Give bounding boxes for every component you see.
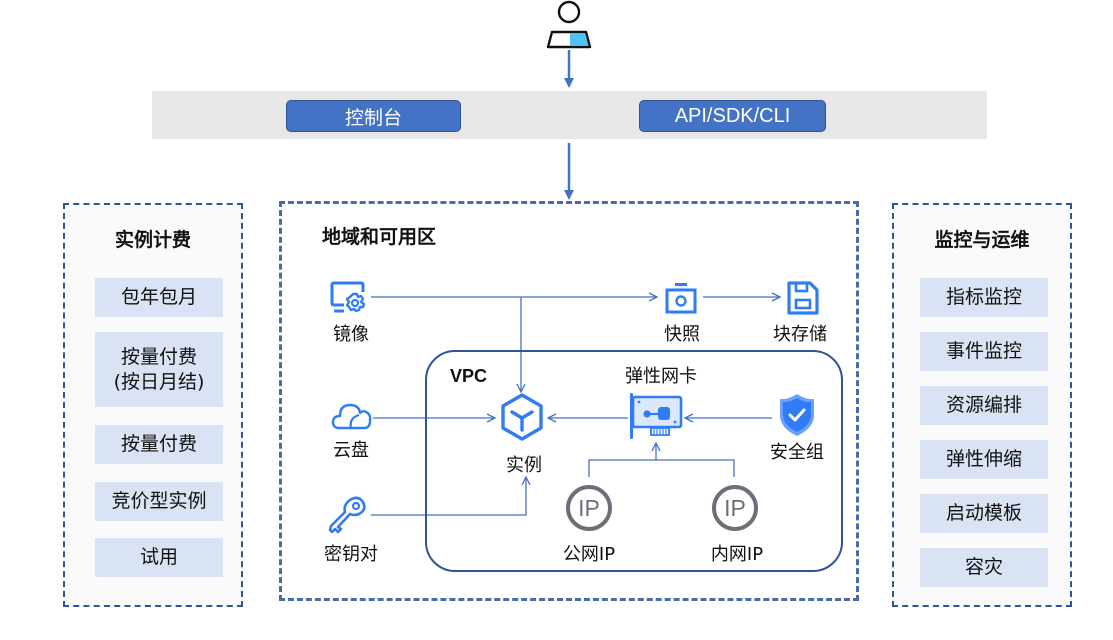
ops-item-label: 启动模板 <box>945 502 1022 524</box>
public-ip-glyph: IP <box>578 495 600 521</box>
image-label: 镜像 <box>333 324 369 345</box>
key-icon[interactable] <box>328 496 368 534</box>
private-ip-label: 内网IP <box>710 544 764 565</box>
cloud-icon[interactable] <box>331 401 373 431</box>
billing-item-spot-instance[interactable]: 竞价型实例 <box>95 482 223 521</box>
snapshot-label: 快照 <box>664 324 700 345</box>
security-group-label: 安全组 <box>770 442 824 463</box>
ops-item-resource-orchestration[interactable]: 资源编排 <box>920 386 1048 425</box>
cloud-disk-label: 云盘 <box>333 440 369 461</box>
vpc-title: VPC <box>450 366 488 386</box>
ops-panel: 监控与运维 指标监控 事件监控 资源编排 弹性伸缩 启动模板 容灾 <box>892 203 1072 607</box>
region-title: 地域和可用区 <box>322 226 437 248</box>
user-icon <box>544 0 594 50</box>
billing-panel: 实例计费 包年包月 按量付费 (按日月结) 按量付费 竞价型实例 试用 <box>63 203 243 607</box>
ops-panel-title: 监控与运维 <box>934 229 1030 251</box>
ip-icon[interactable]: IP <box>565 484 613 532</box>
billing-item-label: 试用 <box>139 546 178 568</box>
ops-item-auto-scaling[interactable]: 弹性伸缩 <box>920 440 1048 479</box>
console-button[interactable]: 控制台 <box>286 100 461 132</box>
billing-item-label: 按量付费 (按日月结) <box>113 345 205 393</box>
ops-item-label: 事件监控 <box>945 340 1022 362</box>
ops-item-label: 资源编排 <box>945 394 1022 416</box>
ops-item-label: 指标监控 <box>945 286 1022 308</box>
image-monitor-gear-icon[interactable] <box>330 281 370 315</box>
ops-item-metric-monitoring[interactable]: 指标监控 <box>920 278 1048 317</box>
private-ip-glyph: IP <box>724 495 746 521</box>
billing-item-pay-as-you-go[interactable]: 按量付费 <box>95 425 223 464</box>
instance-label: 实例 <box>506 455 542 476</box>
camera-icon[interactable] <box>663 281 699 317</box>
ops-item-label: 弹性伸缩 <box>945 448 1022 470</box>
access-layer-bar <box>152 91 987 139</box>
public-ip-label: 公网IP <box>562 544 616 565</box>
block-storage-label: 块存储 <box>773 324 827 345</box>
ops-item-disaster-recovery[interactable]: 容灾 <box>920 548 1048 587</box>
billing-panel-title: 实例计费 <box>114 229 191 251</box>
billing-item-label: 包年包月 <box>120 286 197 308</box>
key-pair-label: 密钥对 <box>324 544 378 565</box>
billing-item-pay-as-you-go-daily-monthly[interactable]: 按量付费 (按日月结) <box>95 332 223 407</box>
floppy-disk-icon[interactable] <box>786 280 820 316</box>
ops-item-launch-template[interactable]: 启动模板 <box>920 494 1048 533</box>
billing-item-label: 按量付费 <box>120 433 197 455</box>
region-zone-container <box>279 201 859 601</box>
billing-item-label: 竞价型实例 <box>111 490 207 512</box>
network-card-icon[interactable] <box>629 391 685 441</box>
ops-item-event-monitoring[interactable]: 事件监控 <box>920 332 1048 371</box>
shield-check-icon[interactable] <box>778 393 816 437</box>
billing-item-subscription[interactable]: 包年包月 <box>95 278 223 317</box>
cube-icon[interactable] <box>499 392 545 442</box>
billing-item-trial[interactable]: 试用 <box>95 538 223 577</box>
ip-icon[interactable]: IP <box>711 484 759 532</box>
vpc-container <box>425 350 843 572</box>
ops-item-label: 容灾 <box>964 556 1003 578</box>
api-sdk-cli-button[interactable]: API/SDK/CLI <box>639 100 826 132</box>
eni-label: 弹性网卡 <box>625 366 697 387</box>
